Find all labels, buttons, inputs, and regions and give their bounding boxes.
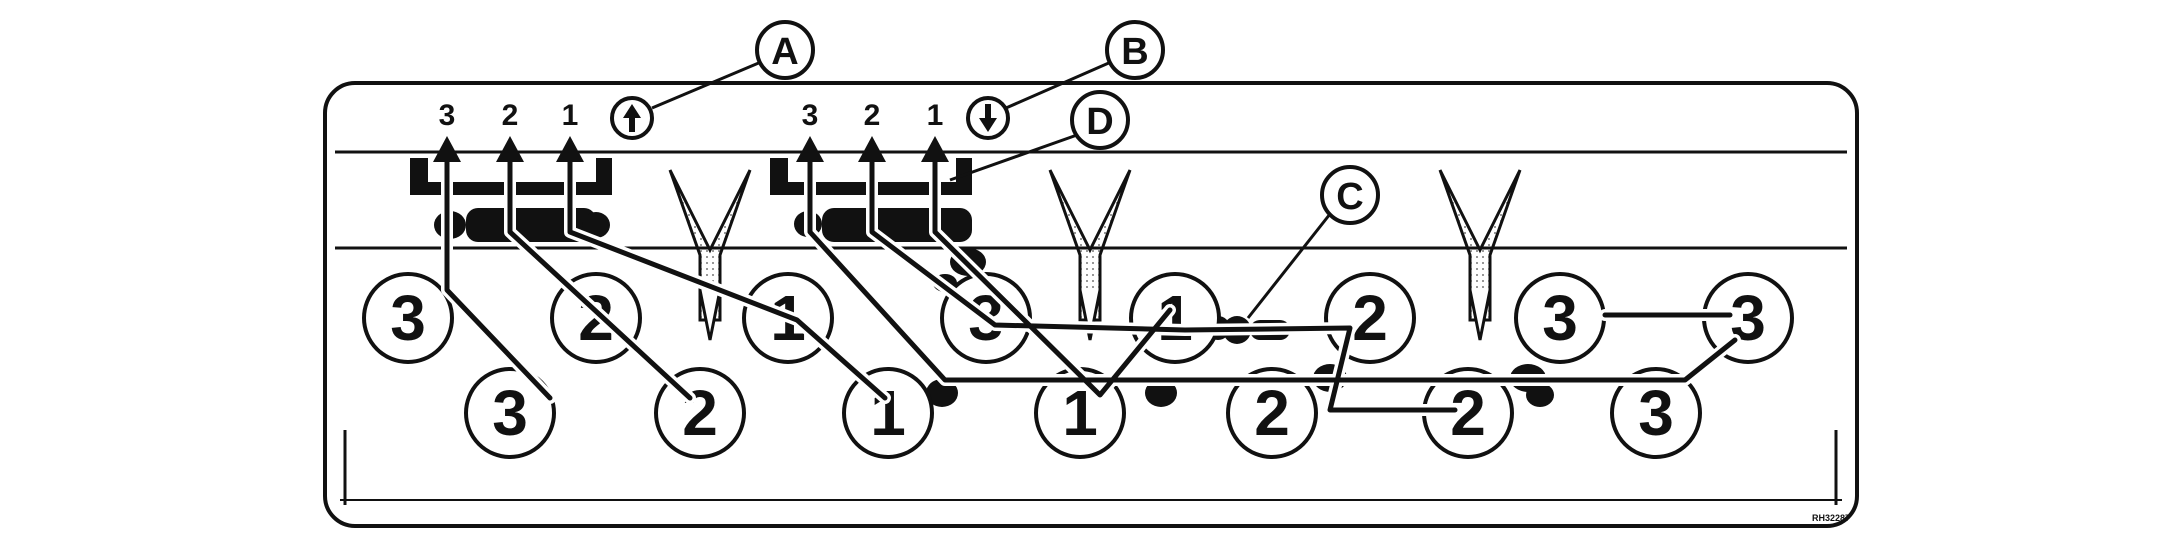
terminal-label: 2 — [864, 99, 881, 132]
callout-c: C — [1320, 165, 1380, 225]
right-coil-connector — [770, 158, 972, 195]
plug-number: 2 — [1254, 377, 1290, 449]
plug-bottom-3: 1 — [842, 367, 934, 459]
callout-leaders — [651, 60, 1332, 319]
callout-letter: D — [1086, 101, 1113, 143]
plug-number: 3 — [1542, 282, 1578, 354]
plug-number: 3 — [390, 282, 426, 354]
plug-top-1: 3 — [362, 272, 454, 364]
terminal-label: 3 — [802, 99, 819, 132]
up-arrow-indicator — [610, 96, 654, 140]
terminal-arrows — [433, 136, 949, 162]
plug-number: 3 — [492, 377, 528, 449]
callout-letter: A — [771, 31, 798, 73]
left-bank-labels: 3 2 1 — [439, 99, 579, 132]
callout-letter: B — [1121, 31, 1148, 73]
left-coil-connector — [410, 158, 612, 195]
down-arrow-indicator — [966, 96, 1010, 140]
terminal-label: 3 — [439, 99, 456, 132]
callout-a: A — [755, 20, 815, 80]
plug-bottom-1: 3 — [464, 367, 556, 459]
plug-bottom-4: 1 — [1034, 367, 1126, 459]
right-bank-labels: 3 2 1 — [802, 99, 944, 132]
wire-routes — [441, 144, 1741, 416]
plug-bottom-5: 2 — [1226, 367, 1318, 459]
plug-number: 3 — [1638, 377, 1674, 449]
terminal-label: 1 — [562, 99, 579, 132]
callout-letter: C — [1336, 176, 1363, 218]
plug-bottom-7: 3 — [1610, 367, 1702, 459]
terminal-label: 2 — [502, 99, 519, 132]
plug-top-7: 3 — [1514, 272, 1606, 364]
bottom-row-plugs: 3 2 1 1 2 2 3 — [464, 367, 1702, 459]
callout-b: B — [1105, 20, 1165, 80]
plug-number: 2 — [1352, 282, 1388, 354]
reference-code: RH32287 — [1812, 513, 1850, 523]
terminal-label: 1 — [927, 99, 944, 132]
callout-d: D — [1070, 90, 1130, 150]
